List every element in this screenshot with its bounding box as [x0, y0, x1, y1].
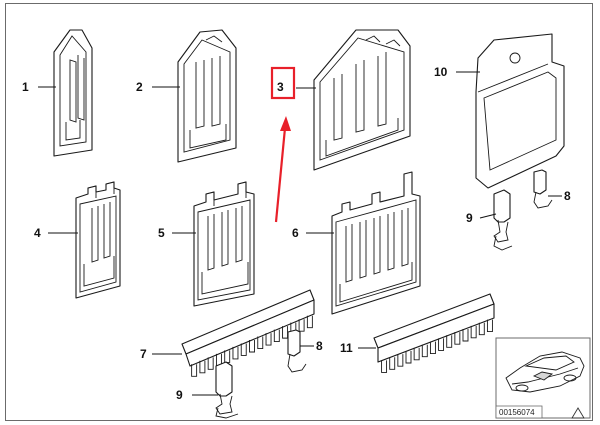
highlight-arrow: [274, 116, 291, 223]
callout-11: 11: [340, 341, 353, 355]
strip-7-tooth: [224, 350, 231, 363]
part-8-terminal-right[interactable]: [533, 169, 553, 209]
strip-11-tooth: [486, 319, 493, 333]
diagram-frame: [5, 3, 593, 421]
callout-10: 10: [434, 65, 448, 79]
part-9-crimp-terminal-left[interactable]: [215, 361, 239, 419]
callout-5: 5: [158, 226, 165, 240]
part-10-cover-cap[interactable]: [475, 33, 565, 189]
callout-9a: 9: [176, 388, 183, 402]
strip-7-tooth: [199, 360, 206, 374]
strip-7-tooth: [282, 326, 289, 339]
strip-11-tooth: [413, 347, 420, 361]
strip-7-tooth: [265, 333, 272, 346]
strip-7-tooth: [207, 357, 214, 370]
strip-7-tooth: [257, 336, 264, 349]
part-9-crimp-terminal-right[interactable]: [493, 189, 513, 251]
strip-11-tooth: [397, 354, 404, 367]
strip-7-tooth: [298, 319, 305, 332]
callout-3: 3: [277, 80, 284, 94]
callout-9b-leader: [479, 213, 497, 219]
strip-11-tooth: [454, 332, 461, 345]
strip-7-tooth: [191, 364, 198, 377]
callout-1: 1: [22, 80, 29, 94]
part-3-connector-housing[interactable]: [313, 29, 411, 171]
callout-4: 4: [34, 226, 41, 240]
strip-11-tooth: [429, 341, 436, 355]
strip-7-tooth: [306, 315, 313, 329]
callout-9b: 9: [466, 211, 473, 225]
strip-11-tooth: [389, 357, 396, 370]
strip-11-tooth: [446, 335, 453, 348]
part-8-terminal-left[interactable]: [287, 329, 307, 373]
part-11-terminal-strip[interactable]: [373, 293, 495, 373]
part-2-connector-housing[interactable]: [177, 29, 237, 163]
callout-8b: 8: [564, 189, 571, 203]
diagram-code-box: [495, 405, 543, 419]
strip-7-tooth: [249, 340, 255, 353]
strip-11-tooth: [381, 360, 388, 373]
callout-3-highlight-box: [270, 66, 296, 100]
strip-11-tooth: [462, 329, 469, 342]
part-5-connector-housing[interactable]: [193, 181, 255, 307]
strip-11-tooth: [421, 344, 428, 358]
strip-7-tooth: [240, 343, 247, 356]
warning-triangle-icon: [571, 407, 585, 419]
strip-11-tooth: [405, 351, 412, 364]
car-thumbnail: [495, 337, 591, 419]
strip-11-tooth: [438, 338, 445, 351]
strip-11-tooth: [470, 325, 477, 339]
strip-7-tooth: [232, 346, 239, 360]
part-4-connector-housing[interactable]: [75, 181, 121, 299]
strip-7-tooth: [273, 329, 280, 343]
car-highlight-area: [532, 371, 554, 381]
strip-11-tooth: [478, 322, 485, 336]
part-7-terminal-strip[interactable]: [181, 289, 315, 377]
part-1-connector-housing[interactable]: [53, 29, 93, 157]
callout-8a: 8: [316, 339, 323, 353]
callout-6: 6: [292, 226, 299, 240]
callout-2: 2: [136, 80, 143, 94]
callout-7: 7: [140, 347, 147, 361]
part-6-connector-housing[interactable]: [331, 171, 421, 315]
diagram-code: 00156074: [499, 408, 535, 417]
